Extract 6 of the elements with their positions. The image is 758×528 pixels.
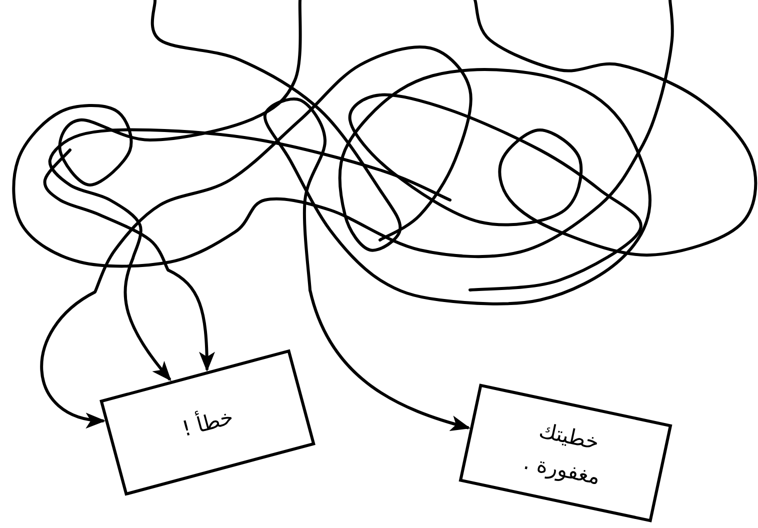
arrow <box>167 268 215 372</box>
message-text: خطيتك مغفورة . <box>520 417 603 492</box>
arrow <box>308 290 471 431</box>
arrow <box>124 257 172 382</box>
message-text: خطأ ! <box>178 402 236 442</box>
arrow <box>40 290 106 427</box>
